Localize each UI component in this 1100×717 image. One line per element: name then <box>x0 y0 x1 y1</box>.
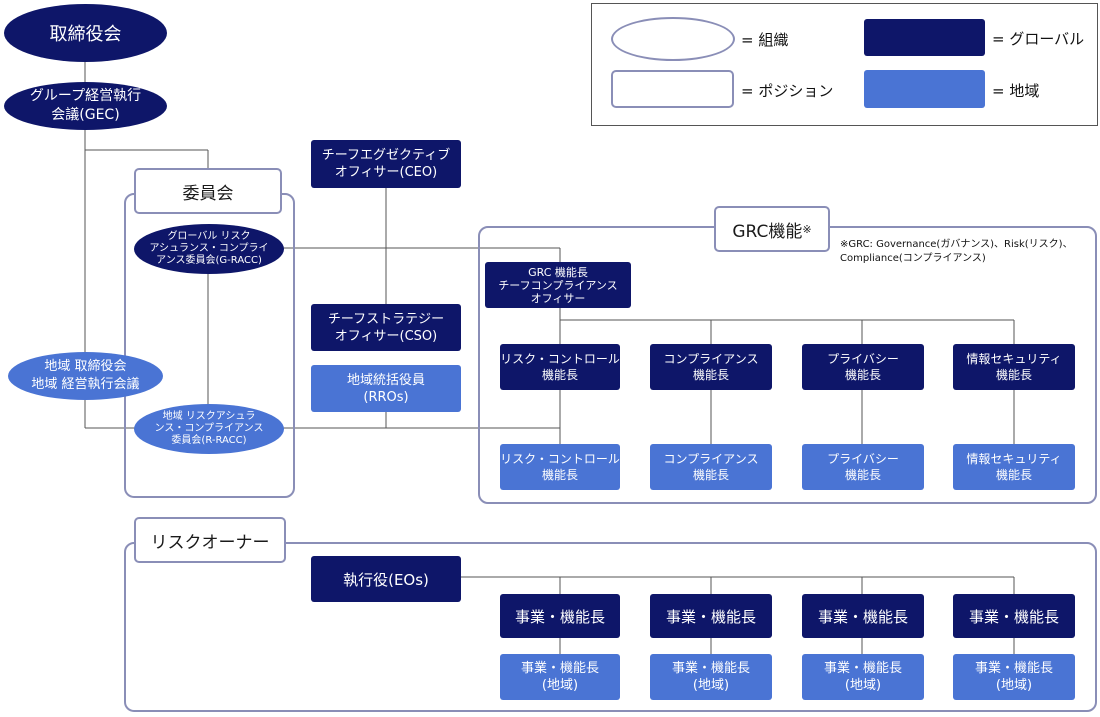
grc-label-text: GRC機能 <box>732 221 803 242</box>
legend-organization-label: = 組織 <box>741 30 789 49</box>
legend-global-label: = グローバル <box>992 29 1085 48</box>
legend-position-swatch <box>611 70 734 108</box>
grc-label: GRC機能※ <box>714 206 830 252</box>
privacy-head-global: プライバシー 機能長 <box>802 344 924 390</box>
risk-control-head-global: リスク・コントロール 機能長 <box>500 344 620 390</box>
legend-region-swatch <box>864 70 985 108</box>
ceo-box: チーフエグゼクティブ オフィサー(CEO) <box>311 140 461 188</box>
infosec-head-global: 情報セキュリティ 機能長 <box>953 344 1075 390</box>
business-head-regional-1: 事業・機能長 (地域) <box>500 654 620 700</box>
business-head-global-1: 事業・機能長 <box>500 594 620 638</box>
committee-label: 委員会 <box>134 168 282 214</box>
cso-box: チーフストラテジー オフィサー(CSO) <box>311 304 461 351</box>
business-head-global-4: 事業・機能長 <box>953 594 1075 638</box>
business-head-regional-4: 事業・機能長 (地域) <box>953 654 1075 700</box>
infosec-head-regional: 情報セキュリティ 機能長 <box>953 444 1075 490</box>
legend-organization-swatch <box>611 17 735 61</box>
risk-control-head-regional: リスク・コントロール 機能長 <box>500 444 620 490</box>
business-head-regional-2: 事業・機能長 (地域) <box>650 654 772 700</box>
grc-head-box: GRC 機能長 チーフコンプライアンス オフィサー <box>485 262 631 308</box>
global-racc: グローバル リスク アシュランス・コンプライ アンス委員会(G-RACC) <box>134 224 284 274</box>
compliance-head-global: コンプライアンス 機能長 <box>650 344 772 390</box>
legend-position-label: = ポジション <box>741 81 834 100</box>
executive-officers-box: 執行役(EOs) <box>311 556 461 602</box>
legend-global-swatch <box>864 19 985 56</box>
rros-box: 地域統括役員 (RROs) <box>311 365 461 412</box>
grc-footnote-mark: ※ <box>802 222 812 236</box>
risk-owner-group <box>124 542 1097 712</box>
risk-owner-label: リスクオーナー <box>134 517 286 563</box>
business-head-global-2: 事業・機能長 <box>650 594 772 638</box>
regional-racc: 地域 リスクアシュラ ンス・コンプライアンス 委員会(R-RACC) <box>134 404 284 454</box>
grc-footnote: ※GRC: Governance(ガバナンス)、Risk(リスク)、 Compl… <box>840 239 1073 264</box>
board-of-directors: 取締役会 <box>4 4 167 62</box>
privacy-head-regional: プライバシー 機能長 <box>802 444 924 490</box>
legend-region-label: = 地域 <box>992 81 1040 100</box>
group-executive-committee: グループ経営執行 会議(GEC) <box>4 82 167 130</box>
compliance-head-regional: コンプライアンス 機能長 <box>650 444 772 490</box>
business-head-global-3: 事業・機能長 <box>802 594 924 638</box>
business-head-regional-3: 事業・機能長 (地域) <box>802 654 924 700</box>
regional-board: 地域 取締役会 地域 経営執行会議 <box>8 352 163 400</box>
